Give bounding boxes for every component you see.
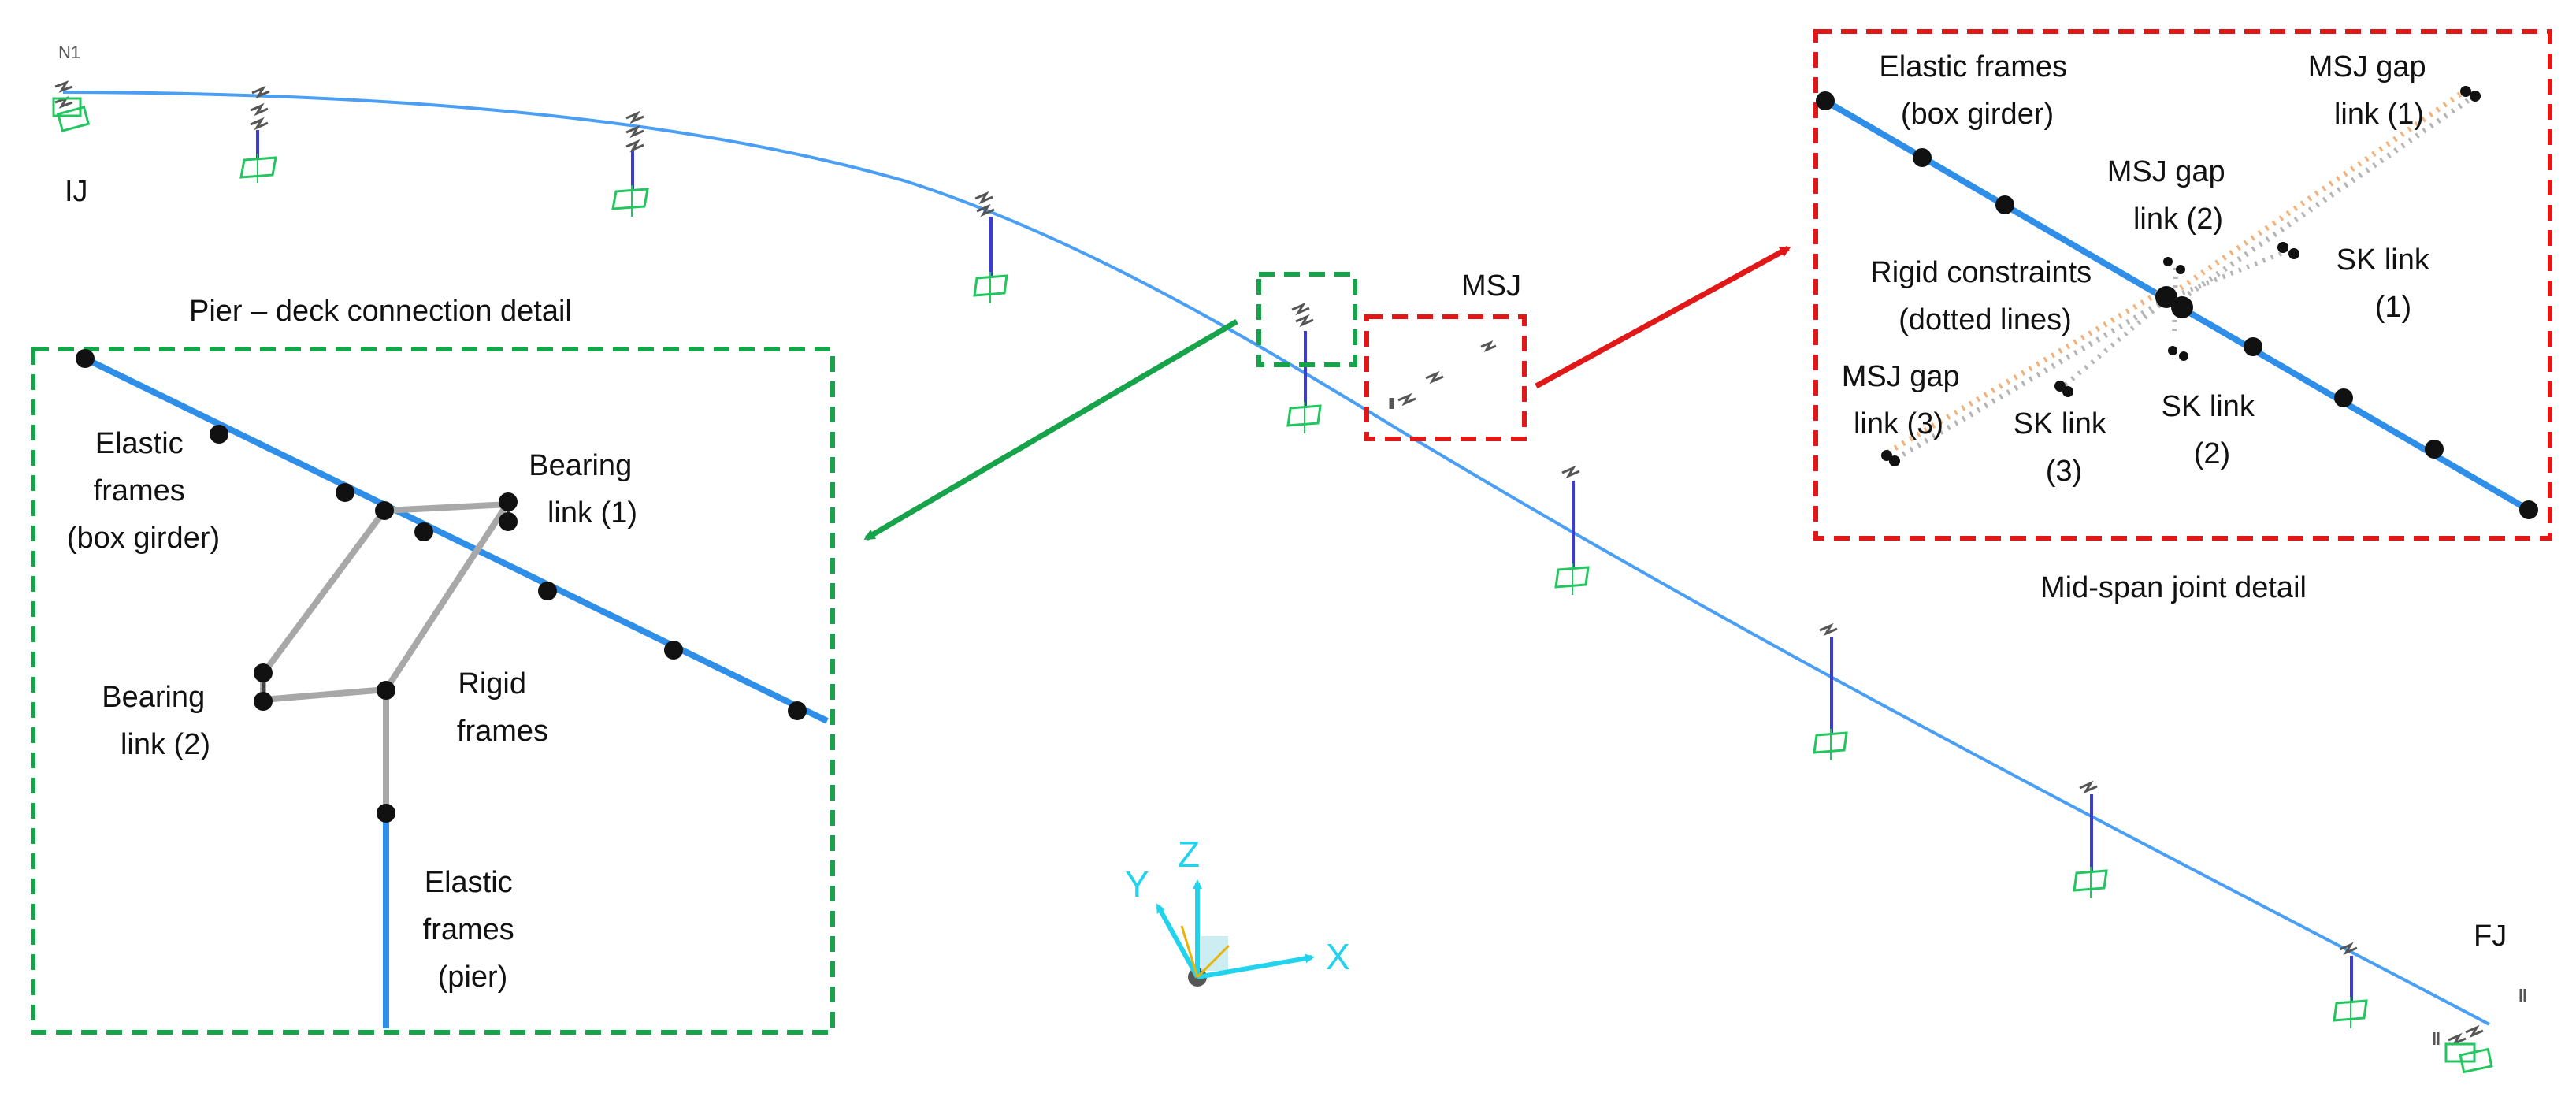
rigid-frames-label: Rigid frames	[457, 667, 548, 748]
abutment-ij: N1	[52, 43, 91, 132]
msj-highlight-box	[1364, 314, 1527, 441]
pier-detail-arrow	[863, 318, 1238, 541]
msj-gap-link-2-label: MSJ gap link (2)	[2107, 155, 2234, 236]
pier-support	[239, 85, 277, 183]
sk-link-1-label: SK link (1)	[2337, 243, 2438, 324]
msj-label: MSJ	[1461, 269, 1521, 303]
msj-detail-model	[1816, 86, 2538, 519]
pier-detail-box	[31, 347, 835, 1035]
pier-support	[973, 191, 1008, 303]
pier-support	[2073, 780, 2108, 898]
sk-link-3-label: SK link (3)	[2014, 407, 2115, 488]
pier-detail-model	[76, 349, 829, 1028]
pier-support	[1554, 465, 1590, 595]
pier-elastic-column-label: Elastic frames (pier)	[423, 866, 523, 994]
bridge-deck-line	[62, 91, 2490, 1026]
pier-highlight-box	[1256, 272, 1357, 367]
pier-detail-title: Pier – deck connection detail	[189, 295, 572, 328]
msj-gap-link-1-label: MSJ gap link (1)	[2308, 50, 2435, 131]
rigid-constraints-label: Rigid constraints (dotted lines)	[1870, 256, 2099, 336]
bearing-link-2-label: Bearing link (2)	[102, 681, 213, 761]
ij-label: IJ	[65, 175, 88, 208]
pier-support	[1813, 622, 1848, 760]
pier-support	[2333, 942, 2368, 1028]
coordinate-axes: Z X Y	[1125, 834, 1350, 987]
pier-support	[611, 110, 649, 217]
msj-gap-link-3-label: MSJ gap link (3)	[1842, 360, 1969, 440]
piers	[239, 85, 2368, 1028]
msj-joint-symbol	[1389, 340, 1497, 409]
msj-detail-title: Mid-span joint detail	[2040, 571, 2307, 604]
pier-elastic-girder-label: Elastic frames (box girder)	[67, 427, 220, 555]
y-axis-label: Y	[1125, 864, 1149, 905]
pier-support	[1286, 302, 1322, 433]
top-marker-label: N1	[58, 43, 80, 62]
abutment-fj	[2433, 989, 2526, 1074]
fj-label: FJ	[2474, 920, 2507, 953]
z-axis-label: Z	[1178, 834, 1200, 875]
bearing-link-1-label: Bearing link (1)	[529, 449, 640, 530]
msj-detail-arrow	[1535, 245, 1791, 389]
msj-detail-box	[1813, 29, 2552, 541]
msj-elastic-girder-label: Elastic frames (box girder)	[1879, 50, 2075, 131]
sk-link-2-label: SK link (2)	[2162, 390, 2263, 470]
x-axis-label: X	[1326, 936, 1350, 977]
